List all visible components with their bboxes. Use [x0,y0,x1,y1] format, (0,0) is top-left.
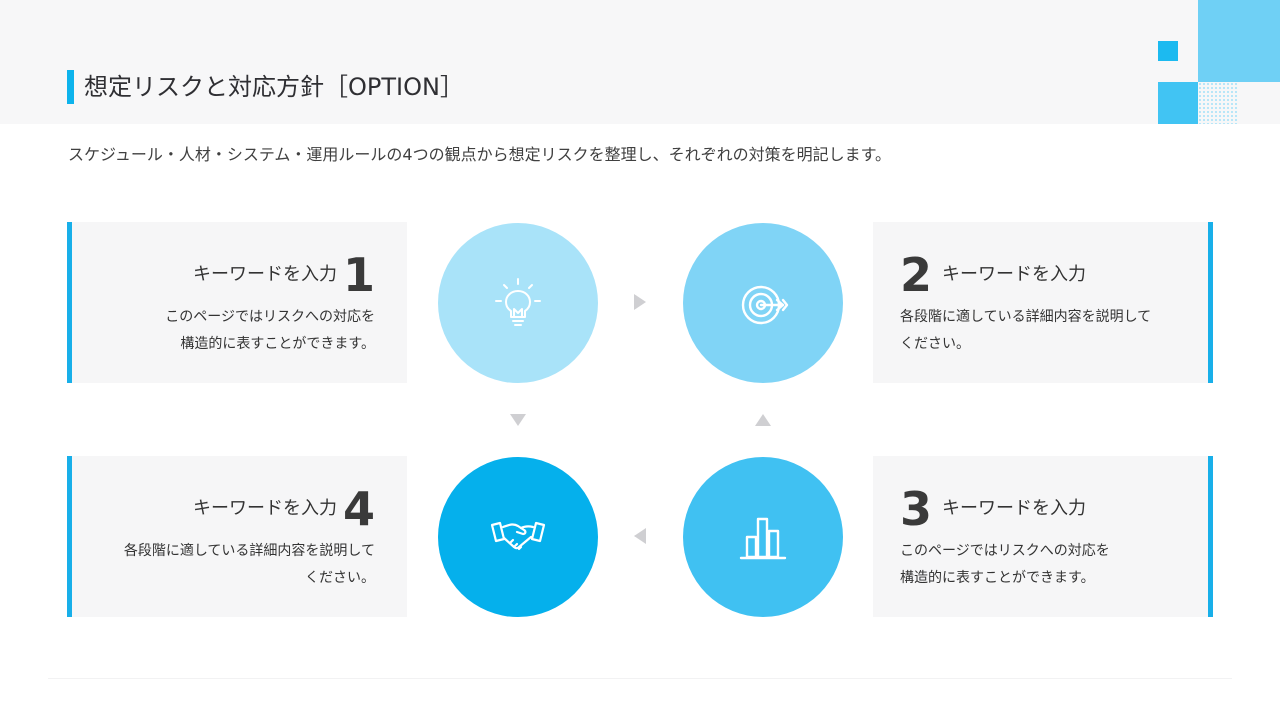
card-keyword: キーワードを入力 [193,264,337,285]
target-icon [741,285,789,325]
decor-square-large [1198,0,1280,82]
footer-divider [48,678,1232,679]
card-number: 1 [342,248,375,302]
header-band [0,0,1280,124]
card-description: このページではリスクへの対応を 構造的に表すことができます。 [900,543,1110,586]
card-2: 2 キーワードを入力 各段階に適している詳細内容を説明して ください。 [873,222,1213,383]
decor-square-medium [1158,82,1198,124]
arrow-down-icon [510,414,526,426]
card-number: 2 [900,248,933,302]
card-keyword: キーワードを入力 [193,498,337,519]
card-number: 3 [900,482,933,536]
circle-step-4 [438,457,598,617]
arrow-up-icon [755,414,771,426]
card-keyword: キーワードを入力 [942,498,1086,519]
card-1: 1 キーワードを入力 このページではリスクへの対応を 構造的に表すことができます… [67,222,407,383]
lightbulb-icon [495,278,541,326]
card-description: 各段階に適している詳細内容を説明して ください。 [123,543,375,586]
page-title: 想定リスクと対応方針［OPTION］ [84,73,464,101]
bar-chart-icon [739,517,787,560]
card-keyword: キーワードを入力 [942,264,1086,285]
card-3: 3 キーワードを入力 このページではリスクへの対応を 構造的に表すことができます… [873,456,1213,617]
card-4: 4 キーワードを入力 各段階に適している詳細内容を説明して ください。 [67,456,407,617]
circle-step-2 [683,223,843,383]
card-accent-bar [67,222,72,383]
circle-step-1 [438,223,598,383]
arrow-right-icon [634,294,646,310]
card-number: 4 [342,482,375,536]
arrow-left-icon [634,528,646,544]
card-accent-bar [1208,222,1213,383]
card-accent-bar [1208,456,1213,617]
card-accent-bar [67,456,72,617]
card-description: 各段階に適している詳細内容を説明して ください。 [900,309,1152,352]
page-subtitle: スケジュール・人材・システム・運用ルールの4つの観点から想定リスクを整理し、それ… [68,145,891,164]
handshake-icon [490,521,546,551]
decor-square-small [1158,41,1178,61]
title-accent-bar [67,70,74,104]
decor-dot-pattern [1198,82,1238,124]
circle-step-3 [683,457,843,617]
card-description: このページではリスクへの対応を 構造的に表すことができます。 [165,309,375,352]
